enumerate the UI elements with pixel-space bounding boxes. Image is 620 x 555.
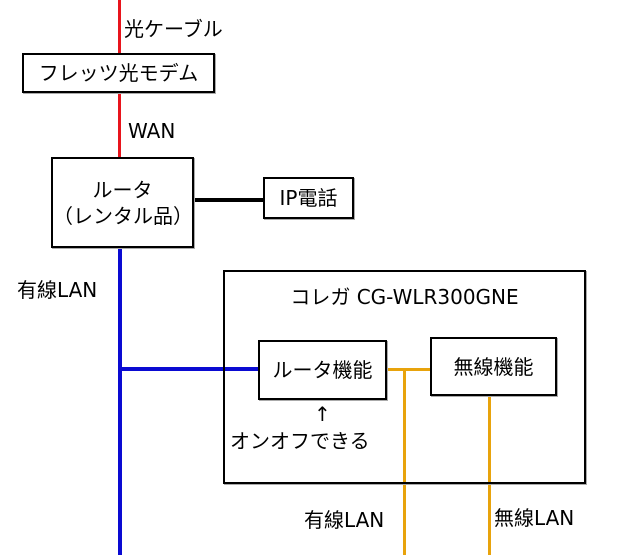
wan-label: WAN: [128, 119, 176, 143]
modem-node: フレッツ光モデム: [22, 53, 215, 93]
wireless-lan-bottom-label: 無線LAN: [494, 506, 575, 530]
router-function-label: ルータ機能: [272, 358, 373, 382]
ip-phone-label: IP電話: [279, 186, 338, 210]
wired-lan-bottom-label: 有線LAN: [304, 508, 385, 532]
wireless-function-node: 無線機能: [430, 337, 557, 396]
ip-phone-node: IP電話: [263, 177, 354, 219]
wireless-lan-out-line: [488, 395, 491, 555]
corega-title: コレガ CG-WLR300GNE: [290, 285, 519, 309]
router-label-line2: （レンタル品）: [53, 203, 193, 228]
lan-to-router-function-line: [118, 367, 259, 371]
on-off-note: オンオフできる: [230, 429, 370, 453]
fiber-cable-line: [118, 0, 121, 54]
router-label-line1: ルータ: [92, 177, 153, 202]
up-arrow-icon: ↑: [314, 402, 331, 426]
modem-label: フレッツ光モデム: [38, 61, 199, 85]
router-function-node: ルータ機能: [258, 340, 387, 400]
rental-router-node: ルータ （レンタル品）: [51, 157, 194, 248]
corega-device-group: コレガ CG-WLR300GNE: [223, 270, 586, 484]
wired-lan-main-line: [118, 248, 122, 555]
wired-lan-left-label: 有線LAN: [17, 278, 98, 302]
phone-line: [194, 198, 264, 202]
wired-lan-out-line: [403, 368, 406, 555]
router-to-wireless-line: [386, 368, 431, 371]
wan-line: [118, 92, 121, 158]
wireless-function-label: 無線機能: [453, 354, 534, 379]
fiber-cable-label: 光ケーブル: [124, 17, 223, 41]
